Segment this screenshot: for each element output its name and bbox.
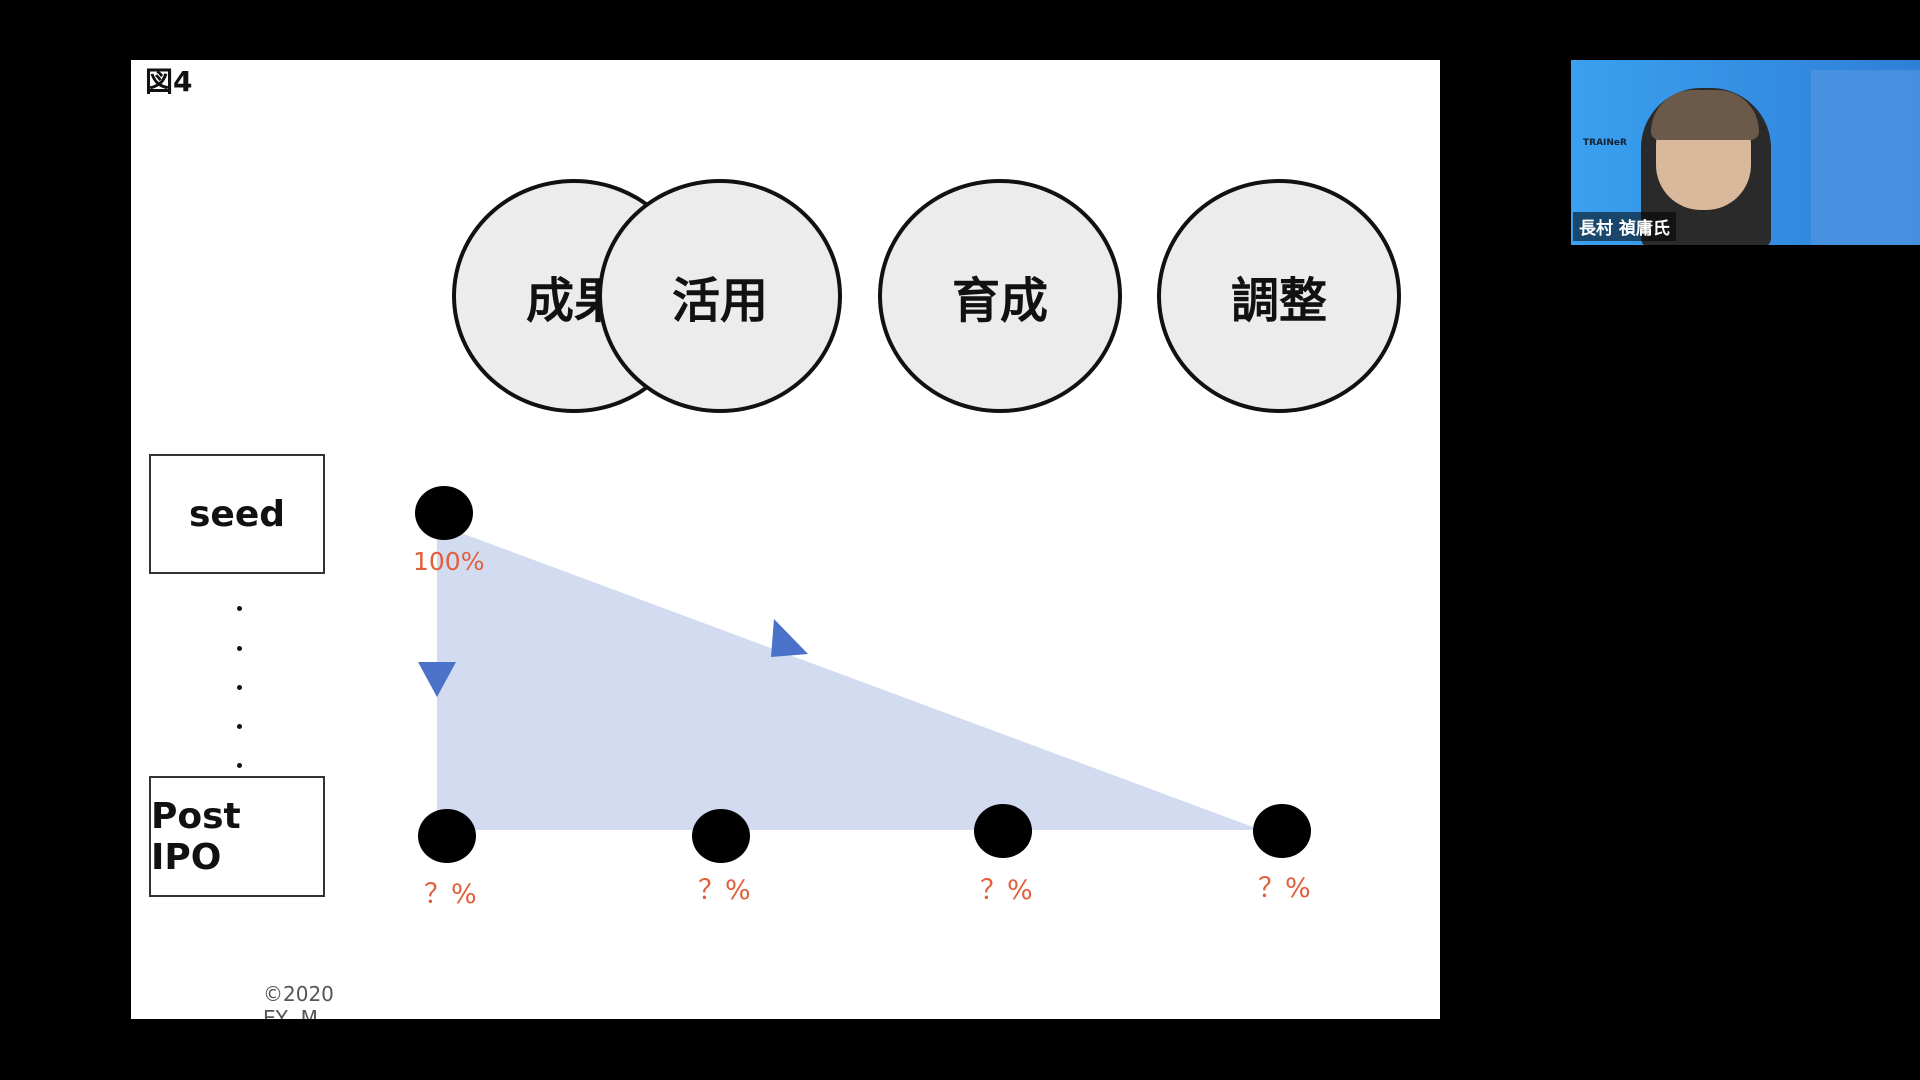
background-logo (1811, 70, 1920, 245)
ellipsis-dot (237, 724, 242, 729)
participant-video[interactable]: TRAINeR 長村 禎庸氏 (1571, 60, 1920, 245)
down-arrow-icon (418, 662, 456, 697)
result-percent: ？% (698, 875, 751, 906)
result-percent: ？% (424, 879, 477, 910)
participant-name: 長村 禎庸氏 (1573, 212, 1676, 241)
up-arrow-icon (771, 619, 808, 657)
result-percent: ？% (980, 875, 1033, 906)
flow-triangle (418, 524, 1261, 830)
copyright-owner: EY, M (263, 1006, 318, 1019)
ellipsis-dot (237, 685, 242, 690)
category-circle: 調整 (1157, 179, 1401, 413)
category-circle: 活用 (598, 179, 842, 413)
ellipsis-dot (237, 646, 242, 651)
stage-dot (418, 809, 476, 863)
stage-dot (692, 809, 750, 863)
category-circle: 育成 (878, 179, 1122, 413)
ellipsis-dot (237, 606, 242, 611)
copyright-year: ©2020 (263, 982, 334, 1006)
stage-dot (974, 804, 1032, 858)
background-text: TRAINeR (1583, 138, 1627, 148)
stage-box-post-ipo: Post IPO (149, 776, 325, 897)
seed-percent: 100% (413, 547, 485, 576)
stage-box-seed: seed (149, 454, 325, 574)
presentation-slide: 図4 成果 活用 育成 調整 seed Post IPO 100% ？% ？% … (131, 60, 1440, 1019)
seed-dot (415, 486, 473, 540)
stage-dot (1253, 804, 1311, 858)
participant-hair (1651, 90, 1759, 140)
copyright: ©2020 EY, M (263, 982, 334, 1019)
result-percent: ？% (1258, 873, 1311, 904)
triangle-area (437, 524, 1261, 830)
ellipsis-dot (237, 763, 242, 768)
slide-title: 図4 (145, 65, 193, 98)
